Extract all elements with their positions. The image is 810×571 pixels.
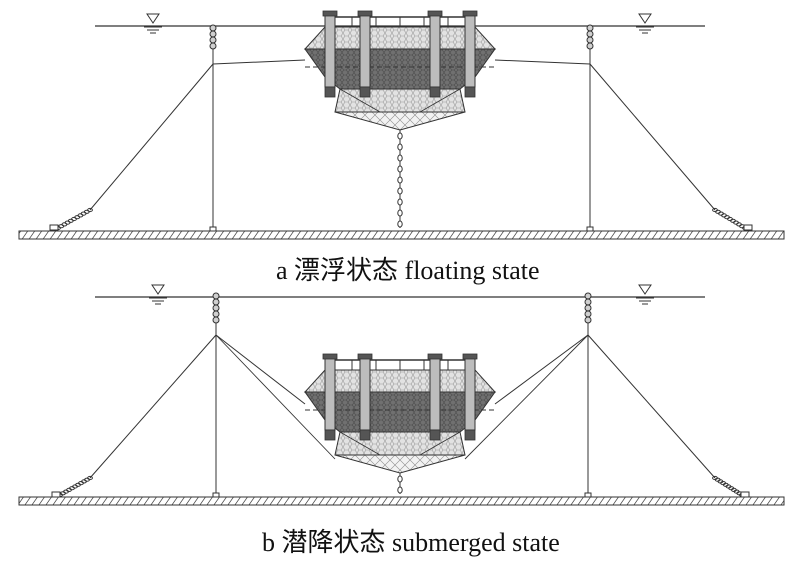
float-column	[429, 355, 441, 431]
anchor-chain	[55, 207, 93, 231]
panel-floating	[18, 10, 785, 240]
float-column	[464, 355, 476, 431]
ballast-weight	[359, 429, 371, 441]
float-column	[464, 12, 476, 88]
caption-submerged-state: b 潜降状态 submerged state	[262, 528, 560, 557]
float-column	[359, 355, 371, 431]
water-level-icon	[636, 13, 654, 34]
side-mooring-line	[589, 63, 716, 211]
bridle-line	[494, 59, 591, 65]
center-chain	[397, 473, 403, 494]
net-cage	[303, 10, 497, 131]
water-level-icon	[144, 13, 162, 34]
seabed	[18, 496, 785, 506]
float-column	[359, 12, 371, 88]
mooring-buoy	[209, 24, 217, 50]
panel-submerged	[18, 284, 785, 506]
anchor-block	[740, 491, 750, 498]
side-mooring-line	[89, 334, 217, 479]
mooring-buoy	[586, 24, 594, 50]
anchor-block	[49, 224, 59, 231]
ballast-weight	[429, 86, 441, 98]
side-mooring-line	[587, 334, 716, 479]
float-column	[429, 12, 441, 88]
anchor-chain	[712, 207, 748, 231]
anchor-block	[209, 226, 217, 232]
float-column	[324, 355, 336, 431]
bridle-line	[212, 59, 306, 65]
cage-bottom-net	[334, 454, 466, 474]
ballast-weight	[464, 429, 476, 441]
water-level-icon	[149, 284, 167, 305]
bridle-line	[464, 334, 589, 460]
bridle-line	[215, 334, 336, 460]
ballast-weight	[324, 86, 336, 98]
center-chain	[397, 130, 403, 228]
caption-floating-state: a 漂浮状态 floating state	[276, 256, 540, 285]
bridle-line	[494, 334, 589, 405]
seabed	[18, 230, 785, 240]
anchor-block	[586, 226, 594, 232]
anchor-chain	[57, 475, 93, 498]
water-level-icon	[636, 284, 654, 305]
side-mooring-line	[89, 63, 214, 211]
anchor-block	[584, 492, 592, 498]
mooring-buoy	[584, 292, 592, 324]
anchor-block	[51, 491, 61, 498]
net-cage	[303, 353, 497, 474]
ballast-weight	[464, 86, 476, 98]
float-column	[324, 12, 336, 88]
cage-lower-net	[334, 88, 466, 113]
cage-lower-net	[334, 431, 466, 456]
ballast-weight	[324, 429, 336, 441]
mooring-buoy	[212, 292, 220, 324]
anchor-chain	[712, 475, 745, 498]
cage-bottom-net	[334, 111, 466, 131]
ballast-weight	[429, 429, 441, 441]
anchor-block	[212, 492, 220, 498]
bridle-line	[215, 334, 306, 405]
ballast-weight	[359, 86, 371, 98]
anchor-block	[743, 224, 753, 231]
